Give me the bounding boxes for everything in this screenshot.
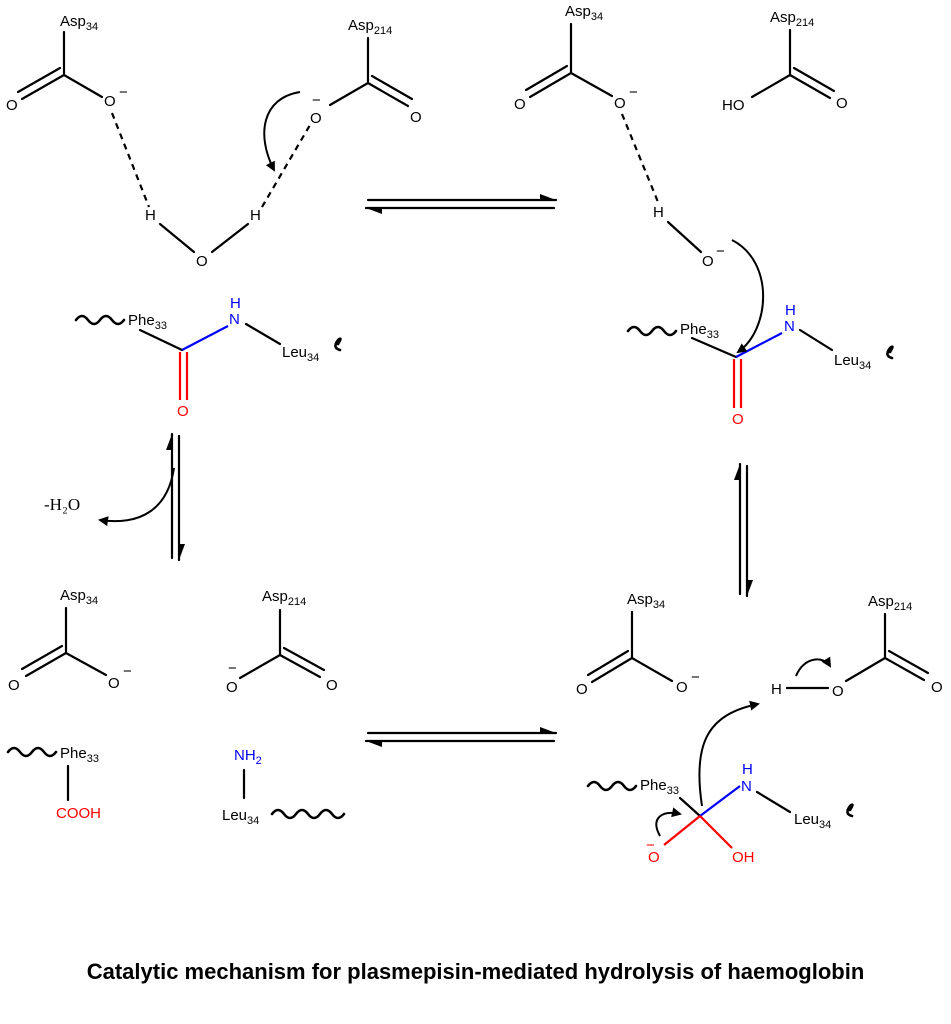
hydroxyl-red: OH	[732, 849, 755, 866]
wavy-bond	[586, 780, 638, 792]
phe33-label: Phe33	[640, 777, 679, 797]
asp34-label: Asp34	[60, 587, 98, 607]
phe33-label: Phe33	[680, 321, 719, 341]
carbonyl-o: O	[931, 679, 943, 696]
panel-bottom-right: Asp34 O O − Asp214 O O H Phe33 N H Leu34…	[576, 591, 943, 866]
charge-minus: −	[691, 669, 700, 686]
curved-arrow-icon	[731, 239, 764, 354]
carboxylate-o: O	[832, 683, 844, 700]
amide-n: N	[784, 318, 795, 335]
asp34-label: Asp34	[627, 591, 665, 611]
amide-h: H	[230, 295, 241, 312]
asp34-label: Asp34	[565, 3, 603, 23]
hydroxide-o: O	[702, 253, 714, 270]
wavy-bond	[6, 746, 58, 758]
leu34-label: Leu34	[794, 811, 831, 831]
wavy-bond	[626, 325, 678, 337]
curved-arrow-icon	[98, 467, 175, 527]
curved-arrow-icon	[698, 700, 760, 807]
carboxylate-o: O	[310, 110, 322, 127]
water-h-left: H	[145, 207, 156, 224]
carbonyl-o: O	[836, 95, 848, 112]
leu34-label: Leu34	[222, 807, 259, 827]
wavy-bond	[74, 314, 126, 326]
charge-minus: −	[312, 92, 321, 109]
carbonyl-o: O	[326, 677, 338, 694]
charge-minus: −	[629, 84, 638, 101]
phe33-label: Phe33	[128, 312, 167, 332]
carboxylate-o: O	[676, 679, 688, 696]
wavy-bond	[886, 345, 894, 360]
water-h-right: H	[250, 207, 261, 224]
equilibrium-arrows-top	[364, 194, 558, 214]
hydroxide-h: H	[653, 204, 664, 221]
carbonyl-o: O	[576, 681, 588, 698]
carboxylic-acid-label: COOH	[56, 805, 101, 822]
leu34-label: Leu34	[834, 352, 871, 372]
figure-caption: Catalytic mechanism for plasmepisin-medi…	[86, 959, 865, 984]
panel-top-right: Asp34 O O − H O − Asp214 HO O Phe33 N H …	[514, 3, 894, 428]
panel-bottom-left: Asp34 O O − Asp214 O − O Phe33 COOH NH2 …	[6, 587, 346, 827]
asp214-label: Asp214	[868, 593, 912, 613]
carbonyl-o-red: O	[177, 403, 189, 420]
wavy-bond	[334, 337, 342, 352]
equilibrium-arrows-bottom	[364, 727, 558, 747]
amide-h: H	[742, 761, 753, 778]
carbonyl-o: O	[8, 677, 20, 694]
acid-h: H	[771, 681, 782, 698]
curved-arrow-icon	[795, 656, 832, 677]
charge-minus: −	[119, 84, 128, 101]
carboxylate-o: O	[108, 675, 120, 692]
hydroxyl-label: HO	[722, 97, 745, 114]
charge-minus: −	[123, 663, 132, 680]
curved-arrow-icon	[263, 91, 301, 172]
phe33-label: Phe33	[60, 745, 99, 765]
carbonyl-o-red: O	[732, 411, 744, 428]
carbonyl-o: O	[6, 97, 18, 114]
wavy-bond	[846, 803, 854, 818]
charge-minus: −	[646, 837, 655, 854]
asp214-label: Asp214	[348, 17, 392, 37]
asp214-label: Asp214	[262, 588, 306, 608]
leu34-label: Leu34	[282, 344, 319, 364]
wavy-bond	[270, 808, 346, 820]
curved-arrow-icon	[655, 807, 682, 837]
equilibrium-arrows-left: -H₂O	[44, 432, 185, 562]
charge-minus: −	[716, 243, 725, 260]
alkoxide-o: O	[648, 849, 660, 866]
water-loss-label: -H₂O	[44, 495, 80, 514]
amine-label: NH2	[234, 747, 262, 767]
amide-h: H	[785, 302, 796, 319]
carboxylate-o: O	[614, 95, 626, 112]
carboxylate-o: O	[104, 93, 116, 110]
carbonyl-o: O	[410, 109, 422, 126]
asp214-label: Asp214	[770, 9, 814, 29]
equilibrium-arrows-right	[734, 462, 753, 598]
panel-left-amide: Phe33 N H Leu34 O	[74, 295, 342, 420]
amide-n: N	[229, 311, 240, 328]
carbonyl-o: O	[514, 96, 526, 113]
water-o: O	[196, 253, 208, 270]
carboxylate-o: O	[226, 679, 238, 696]
asp34-label: Asp34	[60, 13, 98, 33]
charge-minus: −	[228, 660, 237, 677]
panel-top-left: Asp34 O O − H O H Asp214 O − O	[6, 13, 422, 270]
amide-n: N	[741, 778, 752, 795]
